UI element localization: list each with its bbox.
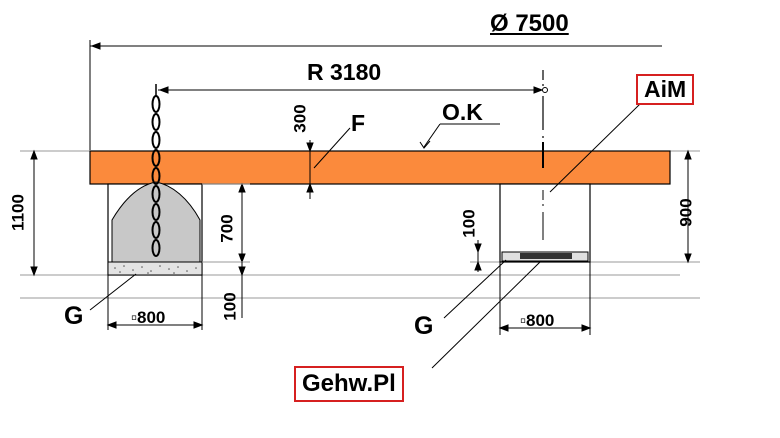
dim-100-right: 100 xyxy=(459,209,479,238)
label-G-right: G xyxy=(414,312,434,340)
diameter-label: Ø 7500 xyxy=(490,10,569,37)
label-AiM: AiM xyxy=(636,74,695,105)
right-foundation xyxy=(499,183,591,263)
label-GehwPl: Gehw.Pl xyxy=(294,366,404,402)
label-G-left: G xyxy=(64,302,84,330)
dim-1100: 1100 xyxy=(8,194,28,231)
slab xyxy=(89,150,671,185)
dim-100-left: 100 xyxy=(220,292,240,321)
dim-900: 900 xyxy=(676,198,696,227)
dim-700: 700 xyxy=(217,214,237,243)
radius-label: R 3180 xyxy=(307,59,382,85)
dim-300: 300 xyxy=(290,104,310,133)
bearing-plate xyxy=(520,253,572,259)
dim-800-right: ▫800 xyxy=(520,311,555,330)
dim-800-left: ▫800 xyxy=(131,308,166,327)
chain xyxy=(151,84,161,257)
label-OK: O.K xyxy=(442,99,483,125)
label-F: F xyxy=(351,110,366,136)
